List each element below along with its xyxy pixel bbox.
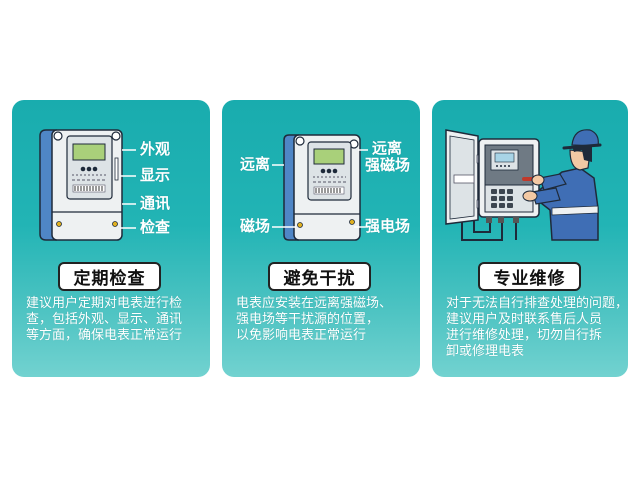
card-description: 建议用户定期对电表进行检 查，包括外观、显示、通讯 等方面，确保电表正常运行 [26, 296, 202, 344]
electric-meter-icon [39, 129, 136, 241]
callout-strong-magnetic-field: 强磁场 [365, 156, 411, 174]
description-line: 卸或修理电表 [446, 344, 525, 359]
description-line: 查，包括外观、显示、通讯 [26, 312, 183, 327]
meter-illustration: 外观 显示 通讯 检查 [12, 100, 210, 255]
description-line: 以免影响电表正常运行 [236, 328, 367, 343]
description-line: 对于无法自行排查处理的问题， [446, 296, 628, 311]
meter-illustration: 远离 磁场 远离 强磁场 强电场 [222, 100, 420, 255]
callout-communication: 通讯 [140, 194, 171, 212]
card-professional-repair: 专业维修 对于无法自行排查处理的问题， 建议用户及时联系售后人员 进行维修处理，… [432, 100, 628, 377]
description-line: 电表应安装在远离强磁场、 [236, 296, 393, 311]
callout-keep-away: 远离 [240, 155, 271, 173]
card-title-badge: 专业维修 [478, 262, 581, 291]
description-line: 等方面，确保电表正常运行 [26, 328, 183, 343]
electric-meter-icon [272, 134, 368, 241]
callout-appearance: 外观 [140, 140, 171, 158]
callout-keep-away-right: 远离 [372, 139, 403, 157]
description-line: 建议用户及时联系售后人员 [446, 312, 603, 327]
callout-strong-electric-field: 强电场 [365, 217, 411, 235]
description-line: 强电场等干扰源的位置， [236, 312, 380, 327]
card-description: 对于无法自行排查处理的问题， 建议用户及时联系售后人员 进行维修处理，切勿自行拆… [446, 296, 628, 360]
description-line: 建议用户定期对电表进行检 [26, 296, 183, 311]
callout-inspection: 检查 [140, 218, 171, 236]
card-avoid-interference: 远离 磁场 远离 强磁场 强电场 避免干扰 电表应安装在远离强磁场、 强电场等干… [222, 100, 420, 377]
callout-magnetic-field: 磁场 [240, 217, 271, 235]
card-regular-inspection: 外观 显示 通讯 检查 定期检查 建议用户定期对电表进行检 查，包括外观、显示、… [12, 100, 210, 377]
card-title-badge: 定期检查 [58, 262, 161, 291]
description-line: 进行维修处理，切勿自行拆 [446, 328, 603, 343]
card-description: 电表应安装在远离强磁场、 强电场等干扰源的位置， 以免影响电表正常运行 [236, 296, 412, 344]
technician-illustration [432, 100, 628, 255]
technician-repair-icon [445, 129, 602, 241]
card-title-badge: 避免干扰 [268, 262, 371, 291]
callout-display: 显示 [140, 166, 171, 184]
